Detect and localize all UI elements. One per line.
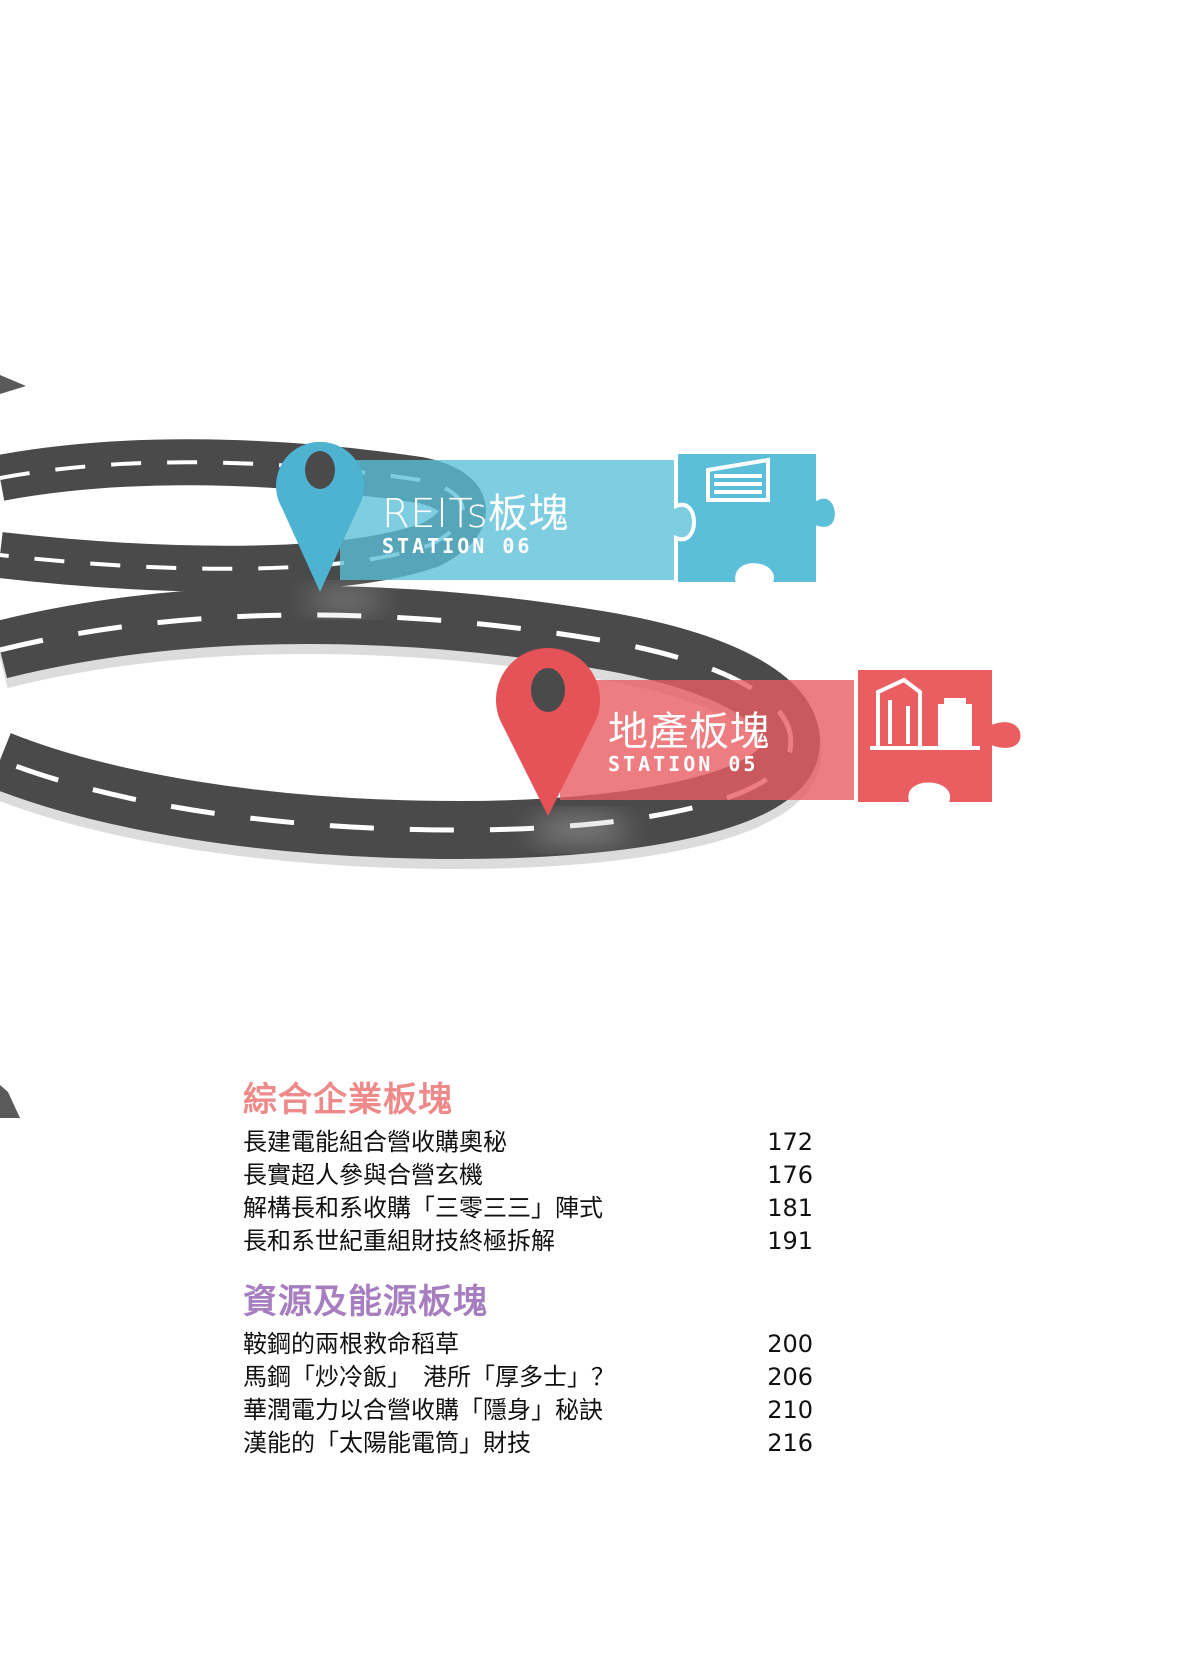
station-05-banner (560, 680, 880, 800)
station-06-banner (340, 460, 700, 580)
toc-entry-list: 鞍鋼的兩根救命稻草 200 馬鋼「炒冷飯」 港所「厚多士」？ 206 華潤電力以… (243, 1328, 813, 1460)
toc-entry[interactable]: 解構長和系收購「三零三三」陣式 181 (243, 1192, 813, 1225)
toc-entry[interactable]: 長實超人參與合營玄機 176 (243, 1159, 813, 1192)
toc-entry-page: 176 (767, 1161, 813, 1189)
station-06-map-pin-icon (276, 441, 364, 592)
toc-entry[interactable]: 漢能的「太陽能電筒」財技 216 (243, 1427, 813, 1460)
road-fragment-top (0, 375, 26, 394)
station-06-puzzle-piece (674, 450, 839, 586)
station-06 (276, 441, 839, 610)
station-05-subtitle: STATION 05 (608, 752, 759, 776)
toc-entry[interactable]: 馬鋼「炒冷飯」 港所「厚多士」？ 206 (243, 1361, 813, 1394)
toc-section-heading: 資源及能源板塊 (243, 1282, 488, 1322)
toc-entry-title: 華潤電力以合營收購「隱身」秘訣 (243, 1396, 603, 1424)
toc-entry-title: 長建電能組合營收購奧秘 (243, 1128, 507, 1156)
station-05 (496, 648, 1025, 842)
station-06-subtitle: STATION 06 (382, 534, 533, 558)
station-05-title: 地產板塊 (608, 709, 770, 755)
toc-entry[interactable]: 長和系世紀重組財技終極拆解 191 (243, 1225, 813, 1258)
toc-entry-page: 172 (767, 1128, 813, 1156)
toc-section-resources-energy: 資源及能源板塊 鞍鋼的兩根救命稻草 200 馬鋼「炒冷飯」 港所「厚多士」？ 2… (243, 1280, 813, 1460)
toc-entry-page: 200 (767, 1330, 813, 1358)
office-building-icon (706, 457, 770, 502)
toc-entry-title: 漢能的「太陽能電筒」財技 (243, 1429, 531, 1457)
toc-entry[interactable]: 長建電能組合營收購奧秘 172 (243, 1126, 813, 1159)
toc-entry[interactable]: 華潤電力以合營收購「隱身」秘訣 210 (243, 1394, 813, 1427)
toc-entry-title: 馬鋼「炒冷飯」 港所「厚多士」？ (243, 1363, 615, 1391)
toc-section-conglomerates: 綜合企業板塊 長建電能組合營收購奧秘 172 長實超人參與合營玄機 176 解構… (243, 1078, 813, 1258)
toc-entry-title: 鞍鋼的兩根救命稻草 (243, 1330, 459, 1358)
toc-entry-page: 210 (767, 1396, 813, 1424)
station-05-map-pin-icon (496, 648, 600, 816)
toc-entry[interactable]: 鞍鋼的兩根救命稻草 200 (243, 1328, 813, 1361)
toc-entry-title: 解構長和系收購「三零三三」陣式 (243, 1194, 603, 1222)
toc-entry-page: 181 (767, 1194, 813, 1222)
toc-entry-page: 206 (767, 1363, 813, 1391)
toc-entry-list: 長建電能組合營收購奧秘 172 長實超人參與合營玄機 176 解構長和系收購「三… (243, 1126, 813, 1258)
toc-entry-page: 216 (767, 1429, 813, 1457)
road-fragment-bottom (0, 1085, 20, 1118)
toc-entry-page: 191 (767, 1227, 813, 1255)
station-06-title: REITs板塊 (382, 491, 570, 537)
city-buildings-icon (870, 677, 980, 750)
toc-section-heading: 綜合企業板塊 (243, 1080, 453, 1120)
toc-entry-title: 長實超人參與合營玄機 (243, 1161, 483, 1189)
toc-entry-title: 長和系世紀重組財技終極拆解 (243, 1227, 555, 1255)
road-illustration (0, 375, 1025, 1118)
